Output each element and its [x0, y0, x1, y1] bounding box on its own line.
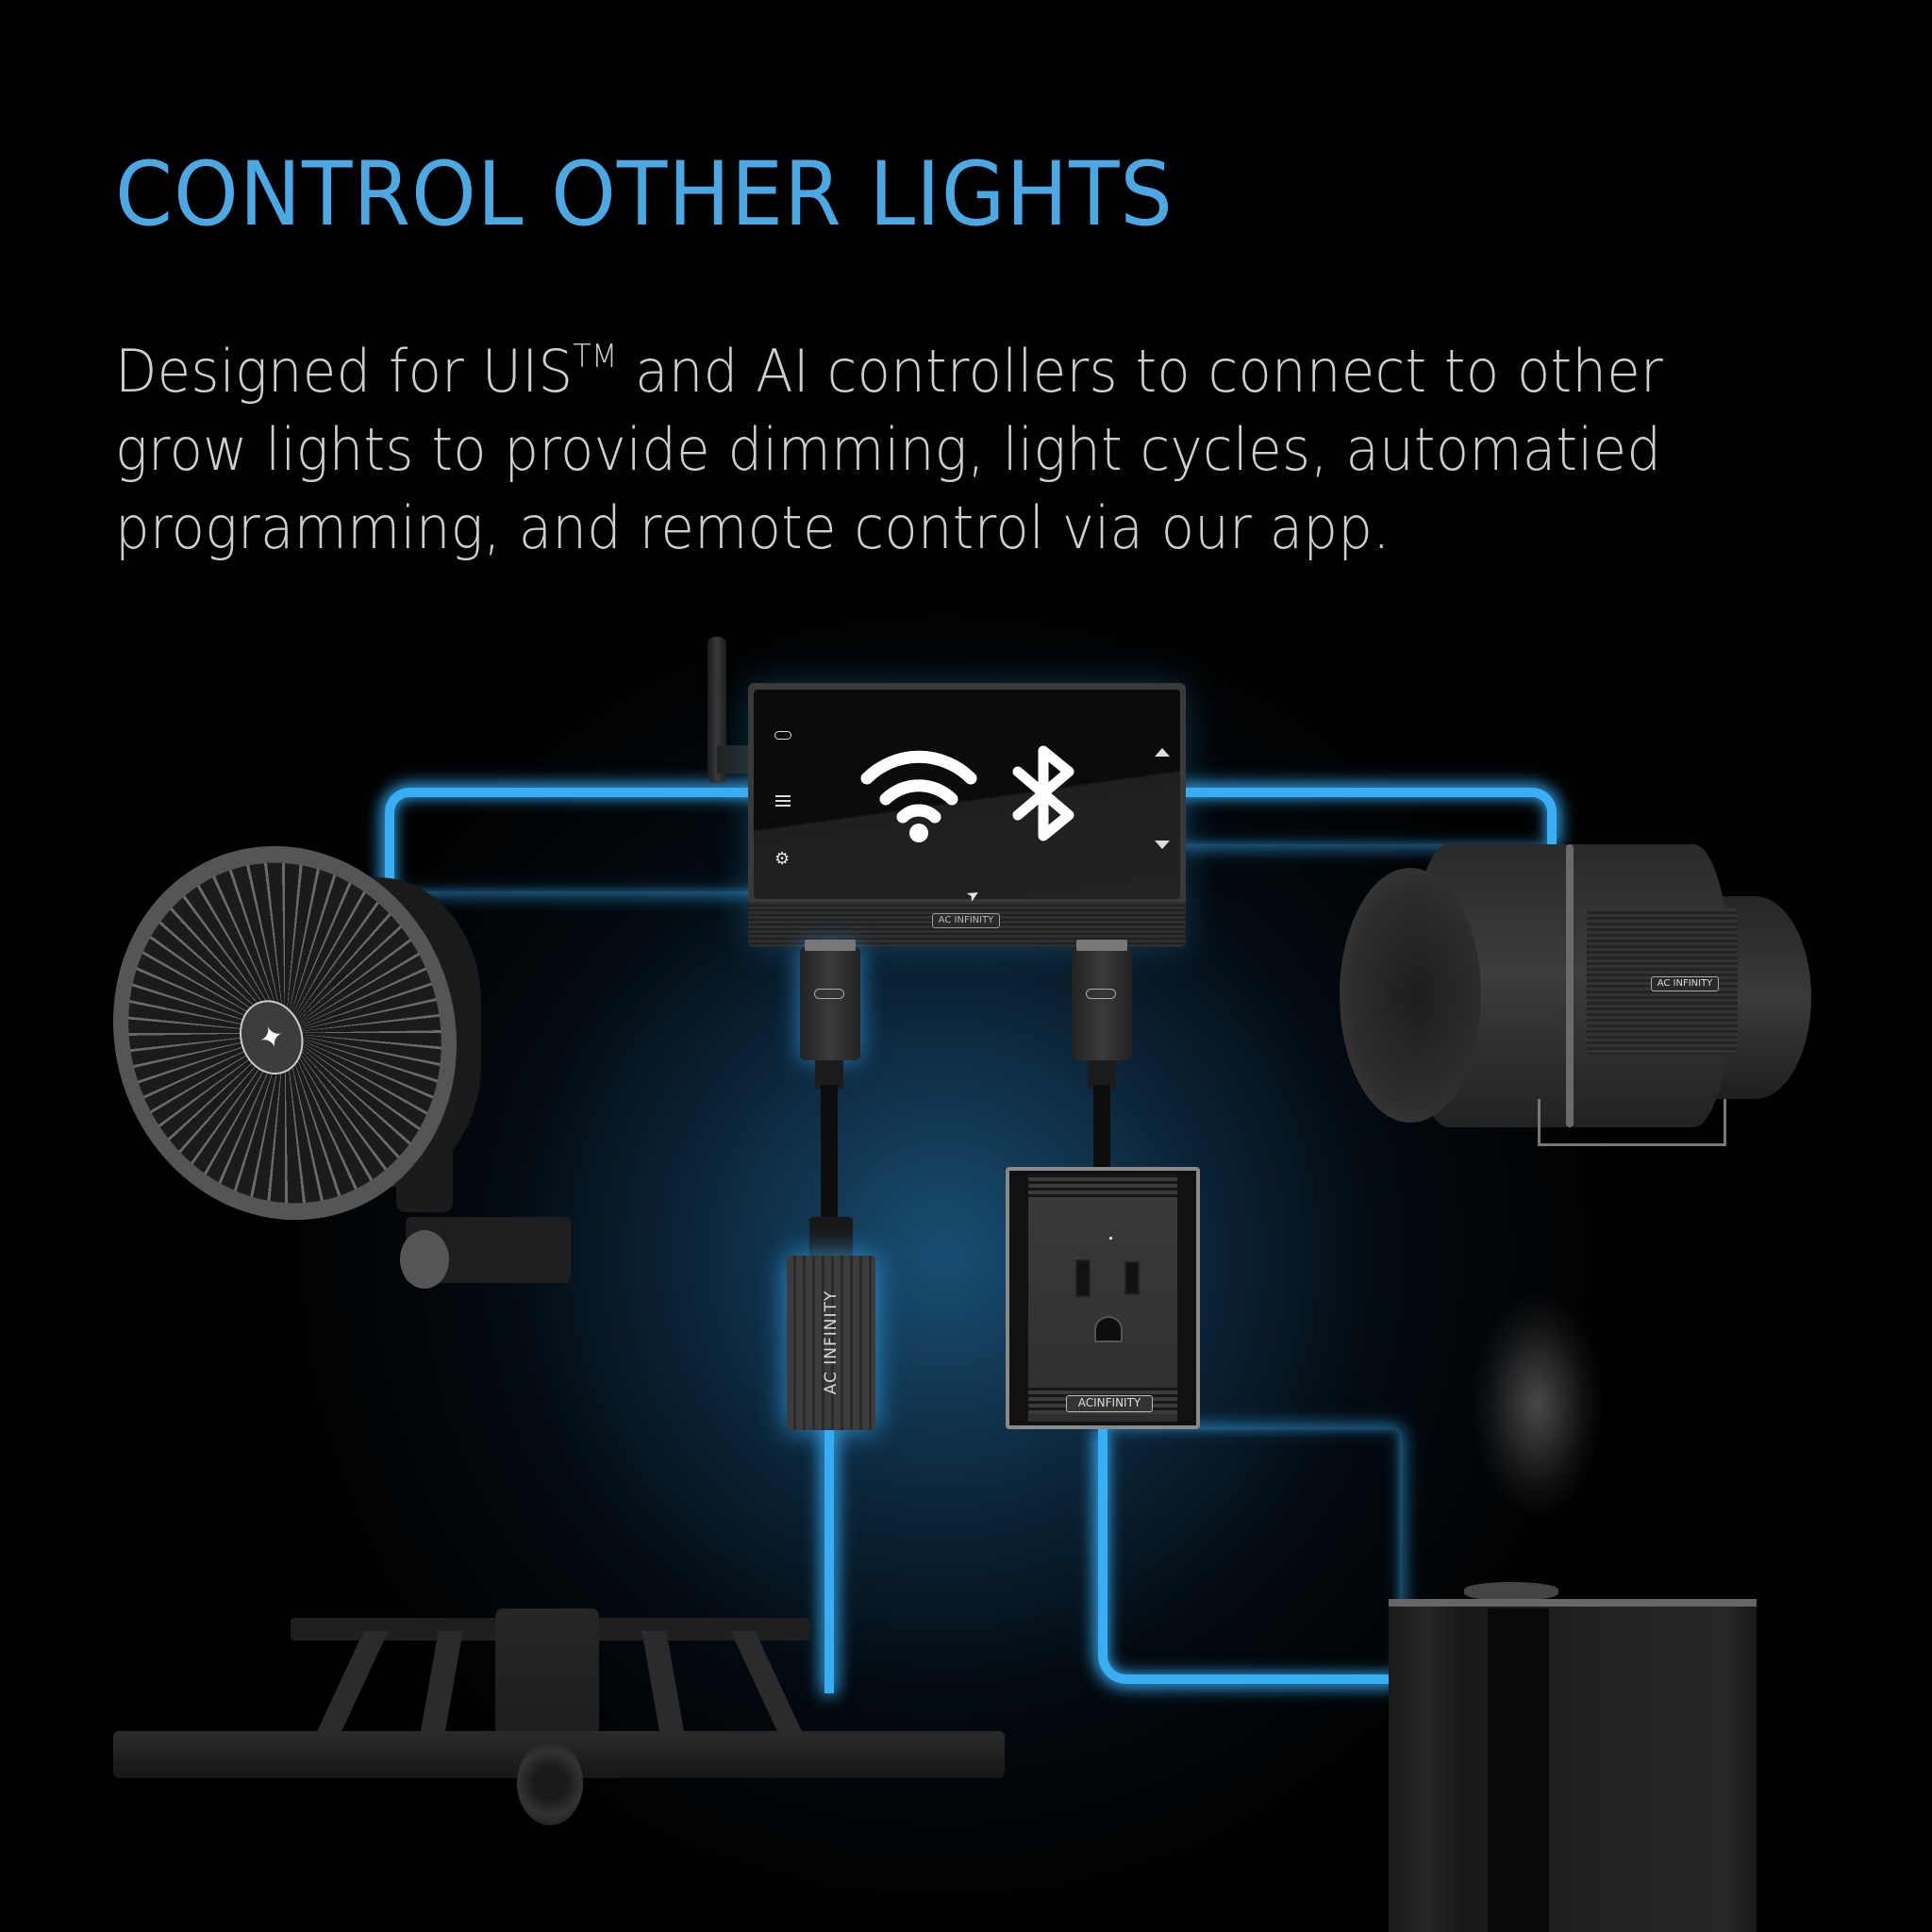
brand-label: AC INFINITY: [1651, 976, 1719, 991]
mist-nozzle: [1464, 1582, 1558, 1601]
wire-to-inline-fan: [1179, 788, 1557, 844]
brand-label: AC INFINITY: [932, 913, 1000, 928]
status-led: [1109, 1237, 1112, 1240]
outlet-ribs-top: [1028, 1174, 1177, 1201]
cable-left: [821, 1085, 838, 1222]
dongle-strain-relief: [809, 1217, 853, 1259]
controller-unit: ⚙ ➤ AC INFINITY: [748, 683, 1186, 947]
grow-light-bar: [420, 1631, 463, 1735]
bluetooth-icon: [1012, 745, 1074, 841]
inline-duct-fan: AC INFINITY: [1340, 844, 1811, 1146]
gear-icon[interactable]: ⚙: [774, 849, 791, 868]
outlet-slot-right: [1124, 1261, 1140, 1295]
brand-label: AC INFINITY: [822, 1290, 841, 1395]
humidifier-tank: [1389, 1607, 1757, 1932]
outlet-ground: [1094, 1316, 1123, 1342]
humidifier-tube: [1488, 1608, 1549, 1932]
dimming-adapter: AC INFINITY: [787, 1256, 875, 1430]
duct-clamp-ring: [1566, 844, 1574, 1127]
humidifier: [1389, 1514, 1757, 1932]
usb-c-plug-right: [1072, 940, 1132, 1060]
dimmer-knob: [517, 1740, 583, 1825]
grow-light-bar: [315, 1631, 389, 1735]
usb-c-plug-left: [800, 940, 860, 1060]
smart-outlet: ACINFINITY: [1006, 1167, 1200, 1429]
chevron-up-icon[interactable]: [1155, 748, 1170, 757]
toggle-icon[interactable]: [774, 731, 791, 740]
description-part-2: and AI controllers to connect to other g…: [115, 337, 1663, 562]
brand-label: ACINFINITY: [1066, 1395, 1153, 1412]
outlet-slot-left: [1075, 1259, 1091, 1297]
wire-to-fan: [385, 788, 762, 891]
duct-inlet: [1340, 868, 1481, 1123]
led-grow-light: [113, 1608, 1009, 1825]
plug-neck: [1088, 1060, 1116, 1089]
wire-to-humidifier: [1098, 1429, 1400, 1684]
fan-ring: ✦: [65, 801, 505, 1265]
cable-right: [1093, 1085, 1110, 1170]
plug-neck: [815, 1060, 843, 1089]
trademark-mark: TM: [573, 338, 618, 375]
grow-light-bar: [730, 1631, 804, 1735]
fan-clamp-knob: [400, 1230, 449, 1289]
clip-fan: ✦: [65, 801, 505, 1265]
chevron-down-icon[interactable]: [1155, 841, 1170, 849]
grow-light-bar: [641, 1631, 685, 1735]
mist-plume: [1448, 1288, 1627, 1580]
menu-icon[interactable]: [775, 795, 791, 809]
humidifier-top: [1389, 1599, 1757, 1607]
product-description: Designed for UISTM and AI controllers to…: [115, 332, 1782, 567]
wifi-icon: [860, 750, 977, 842]
page-title: CONTROL OTHER LIGHTS: [115, 143, 1174, 246]
controller-screen: ⚙ ➤: [754, 690, 1180, 906]
description-part-1: Designed for UIS: [115, 337, 574, 406]
wire-to-grow-light: [824, 1424, 834, 1693]
duct-stand: [1538, 1099, 1726, 1146]
